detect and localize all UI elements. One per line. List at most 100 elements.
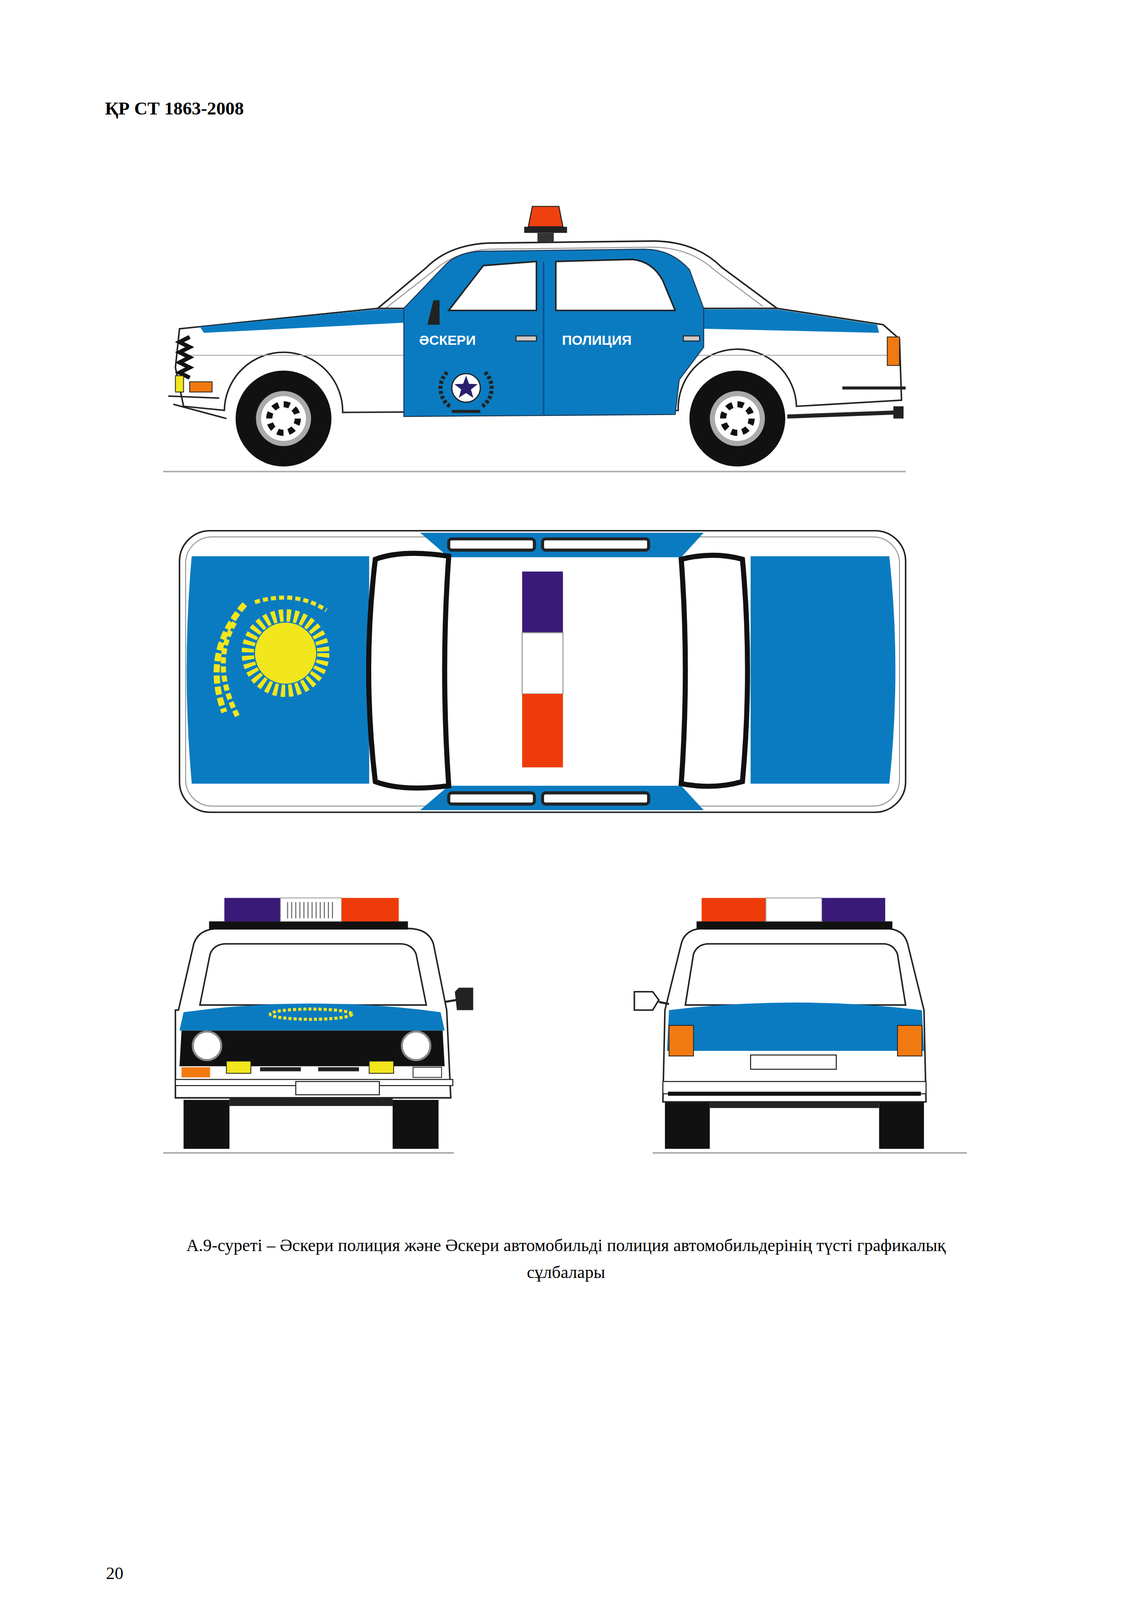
rear-view [701,897,767,922]
side-view [723,404,753,433]
front-view [295,1081,380,1095]
front-view [175,928,452,1098]
front-view [208,921,408,930]
side-view [235,370,332,467]
front-view [229,1097,393,1106]
front-view [444,999,457,1002]
state-emblem [216,597,327,719]
rear-view [663,1081,927,1094]
side-view [260,395,306,441]
side-view [404,249,704,417]
state-emblem [223,622,239,719]
rear-view [634,991,659,1010]
front-view [199,943,426,1005]
rear-view [765,897,822,922]
side-view [689,370,786,467]
side-view [689,370,786,467]
side-view [787,412,898,417]
page-number: 20 [106,1563,124,1584]
top-view [750,556,896,784]
side-view [427,300,440,325]
state-emblem [247,615,323,691]
front-view [179,1003,445,1031]
side-view [179,337,190,378]
side-view [199,309,404,333]
front-view [401,1031,431,1061]
rear-view [685,943,906,1005]
front-view [179,1030,445,1066]
side-view [163,206,906,472]
top-view [179,530,906,813]
side-view [516,336,537,342]
rear-view [696,921,893,930]
side-view [173,404,227,419]
police-emblem [451,373,481,403]
side-view [448,261,537,311]
rear-view [652,1151,967,1154]
front-view [341,897,399,922]
front-view [224,897,281,922]
rear-view [634,897,967,1153]
rear-view [669,1025,694,1056]
police-emblem [440,371,450,407]
side-view [163,470,906,473]
front-view [270,1008,353,1019]
rear-view [879,1101,924,1149]
top-view [522,571,563,633]
side-view [537,233,555,243]
front-view [259,1067,301,1072]
front-view [163,1151,454,1154]
side-view [269,404,298,433]
top-view [542,539,649,551]
front-view [318,1067,359,1072]
side-view [528,206,563,228]
side-view [555,259,676,311]
side-view [542,261,545,415]
top-view [542,792,649,805]
front-view [392,1099,439,1149]
police-emblem [454,375,478,399]
front-view [181,1067,211,1078]
front-view [454,987,473,1010]
side-view [842,386,906,390]
top-view [448,792,535,805]
side-view [168,395,220,398]
standard-code: ҚР СТ 1863-2008 [104,98,244,120]
police-emblem [451,409,481,414]
side-view [893,406,904,419]
front-view [226,1060,251,1074]
front-view [163,897,474,1153]
top-view [448,539,535,551]
rear-view [821,897,886,922]
rear-view [658,1001,670,1004]
top-view [186,556,369,784]
state-emblem [254,622,317,684]
side-view [235,370,332,467]
top-view [522,693,563,768]
front-view [192,1031,222,1061]
side-view [175,375,184,393]
side-view [715,395,760,441]
side-view [703,309,880,333]
rear-view [668,1091,922,1096]
rear-view [667,1002,925,1051]
side-view [255,390,312,447]
top-view [420,532,704,558]
front-view [287,902,333,919]
front-view [280,897,342,922]
police-emblem [440,371,492,412]
top-view [522,632,563,694]
front-view [183,1099,230,1149]
front-view [369,1060,395,1074]
side-view [523,226,567,233]
side-view [683,336,700,342]
rear-view [897,1025,923,1056]
top-view [185,536,900,806]
state-emblem [254,597,327,611]
top-view [179,530,906,813]
top-view [420,785,704,811]
side-view [887,337,900,366]
door-lettering: ПОЛИЦИЯ [561,332,632,349]
